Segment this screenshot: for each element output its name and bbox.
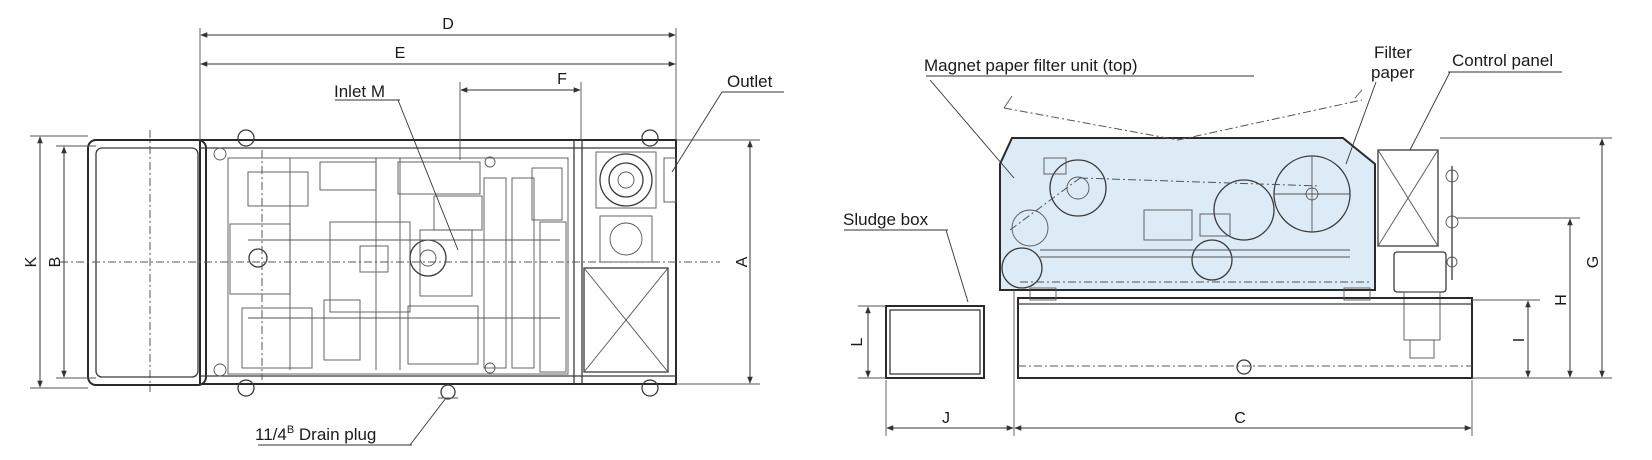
dim-f-label: F: [557, 71, 567, 88]
side-view: G H I L J C Magnet paper filter unit (to…: [843, 43, 1612, 436]
dim-k-label: K: [23, 256, 40, 267]
inlet-label: Inlet M: [334, 82, 385, 101]
sludge-box-callout: Sludge box: [843, 210, 969, 303]
filter-paper-label-line2: paper: [1371, 63, 1415, 82]
filter-paper-callout: Filter paper: [1345, 43, 1415, 165]
dim-b-label: B: [47, 257, 64, 268]
dim-d-label: D: [442, 16, 454, 33]
sludge-box: [885, 305, 985, 379]
dim-c-label: C: [1234, 410, 1246, 427]
dim-g-label: G: [1585, 256, 1602, 268]
side-dimensions: [858, 137, 1612, 436]
inlet-callout: Inlet M: [334, 82, 459, 251]
dim-j-label: J: [942, 410, 950, 427]
lower-tank: [1017, 287, 1473, 379]
dim-h-label: H: [1553, 294, 1570, 306]
unit-callout: Magnet paper filter unit (top): [924, 56, 1254, 179]
outlet-callout: Outlet: [671, 72, 784, 173]
magnet-paper-filter-unit: [999, 89, 1376, 291]
dim-a-label: A: [734, 256, 751, 267]
plan-dimensions: [30, 28, 760, 389]
filter-paper-label-line1: Filter: [1374, 43, 1412, 62]
plan-view: D E F A K B Inlet M Outlet 11/4B Drain p…: [23, 16, 784, 446]
control-panel-callout: Control panel: [1409, 51, 1562, 151]
control-panel-label: Control panel: [1452, 51, 1553, 70]
pump-motor: [1393, 251, 1447, 359]
dim-l-label: L: [849, 337, 866, 346]
sludge-box-label: Sludge box: [843, 210, 929, 229]
unit-label: Magnet paper filter unit (top): [924, 56, 1138, 75]
drain-plug-label: 11/4B Drain plug: [255, 424, 376, 444]
dim-i-label: I: [1511, 338, 1528, 342]
tank-body-plan: [60, 129, 720, 400]
dim-e-label: E: [395, 45, 406, 62]
outlet-label: Outlet: [727, 72, 773, 91]
drain-plug-callout: 11/4B Drain plug: [255, 397, 447, 446]
control-panel-box: [1377, 149, 1459, 280]
